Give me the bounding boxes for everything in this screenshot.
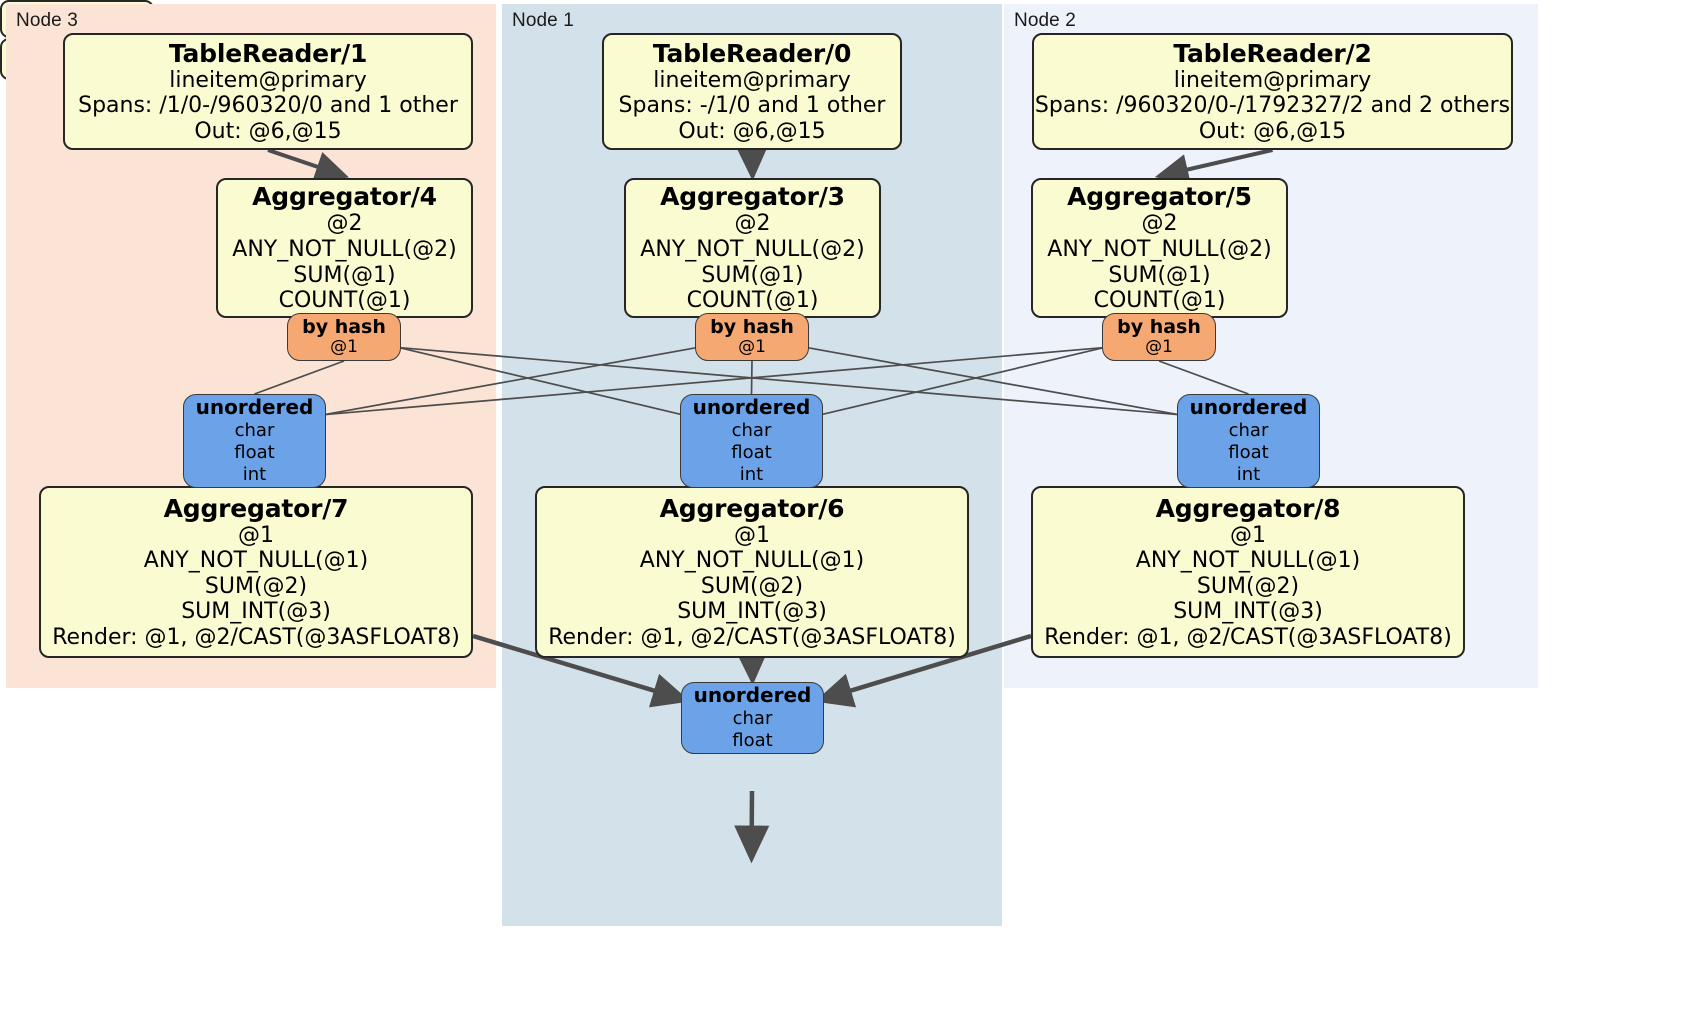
node-title: Aggregator/4 — [252, 182, 437, 212]
stream-unordered-node-1[interactable]: unordered char float int — [680, 394, 823, 488]
node-detail: @1 — [1230, 522, 1266, 548]
node-detail: SUM(@1) — [293, 262, 396, 288]
node-detail: ANY_NOT_NULL(@1) — [639, 548, 865, 574]
node-title: Aggregator/5 — [1067, 182, 1252, 212]
stream-type: float — [732, 729, 773, 751]
stream-unordered-node-2[interactable]: unordered char float int — [1177, 394, 1320, 488]
node-detail: Spans: /1/0-/960320/0 and 1 other — [78, 93, 458, 119]
node-detail: SUM_INT(@3) — [1173, 599, 1323, 625]
node-title: Aggregator/8 — [1155, 493, 1341, 523]
node-detail: Out: @6,@15 — [678, 118, 826, 144]
stream-type: int — [739, 463, 764, 485]
router-by-hash-node-2[interactable]: by hash @1 — [1102, 313, 1216, 361]
router-title: by hash — [710, 316, 794, 339]
processor-table-reader-1[interactable]: TableReader/1 lineitem@primary Spans: /1… — [63, 33, 473, 150]
stream-type: float — [1228, 441, 1269, 463]
node-detail: Spans: /960320/0-/1792327/2 and 2 others — [1034, 93, 1511, 119]
node-title: TableReader/0 — [652, 38, 852, 68]
router-key: @1 — [330, 337, 358, 358]
node-title: Aggregator/3 — [660, 182, 845, 212]
router-title: by hash — [302, 316, 386, 339]
node-detail: Out: @6,@15 — [194, 118, 342, 144]
node-detail: SUM(@2) — [1196, 573, 1300, 599]
router-by-hash-node-3[interactable]: by hash @1 — [287, 313, 401, 361]
stream-title: unordered — [1189, 395, 1308, 420]
node-detail: ANY_NOT_NULL(@2) — [1047, 236, 1272, 262]
panel-label-node-1: Node 1 — [512, 10, 574, 31]
router-key: @1 — [738, 337, 766, 358]
stream-title: unordered — [692, 395, 811, 420]
processor-aggregator-6[interactable]: Aggregator/6 @1 ANY_NOT_NULL(@1) SUM(@2)… — [535, 486, 969, 658]
stream-title: unordered — [693, 683, 812, 708]
node-detail: lineitem@primary — [1173, 67, 1372, 93]
stream-type: float — [234, 441, 275, 463]
node-detail: ANY_NOT_NULL(@2) — [232, 236, 457, 262]
node-title: TableReader/1 — [168, 38, 368, 68]
node-title: TableReader/2 — [1173, 38, 1372, 68]
stream-unordered-final[interactable]: unordered char float — [681, 682, 824, 754]
node-detail: Spans: -/1/0 and 1 other — [618, 93, 886, 119]
node-detail: @2 — [734, 211, 771, 237]
node-detail: SUM(@1) — [701, 262, 804, 288]
processor-aggregator-3[interactable]: Aggregator/3 @2 ANY_NOT_NULL(@2) SUM(@1)… — [624, 178, 881, 318]
stream-unordered-node-3[interactable]: unordered char float int — [183, 394, 326, 488]
stream-type: int — [242, 463, 267, 485]
stream-title: unordered — [195, 395, 314, 420]
router-key: @1 — [1145, 337, 1173, 358]
node-detail: @2 — [1141, 211, 1178, 237]
stream-type: char — [731, 419, 772, 441]
node-detail: ANY_NOT_NULL(@1) — [1135, 548, 1361, 574]
node-detail: SUM_INT(@3) — [677, 599, 827, 625]
panel-label-node-3: Node 3 — [16, 10, 78, 31]
node-detail: @1 — [734, 522, 770, 548]
processor-aggregator-5[interactable]: Aggregator/5 @2 ANY_NOT_NULL(@2) SUM(@1)… — [1031, 178, 1288, 318]
node-render: Render: @1, @2/CAST(@3ASFLOAT8) — [52, 624, 460, 650]
stream-type: char — [1228, 419, 1269, 441]
processor-table-reader-0[interactable]: TableReader/0 lineitem@primary Spans: -/… — [602, 33, 902, 150]
node-detail: SUM(@2) — [700, 573, 804, 599]
node-title: Aggregator/6 — [659, 493, 845, 523]
stream-type: char — [732, 707, 773, 729]
node-detail: COUNT(@1) — [1093, 288, 1226, 314]
stream-type: char — [234, 419, 275, 441]
node-detail: lineitem@primary — [653, 67, 851, 93]
router-by-hash-node-1[interactable]: by hash @1 — [695, 313, 809, 361]
processor-aggregator-7[interactable]: Aggregator/7 @1 ANY_NOT_NULL(@1) SUM(@2)… — [39, 486, 473, 658]
router-title: by hash — [1117, 316, 1201, 339]
node-detail: SUM(@1) — [1108, 262, 1211, 288]
node-detail: @2 — [326, 211, 363, 237]
node-render: Render: @1, @2/CAST(@3ASFLOAT8) — [548, 624, 956, 650]
node-detail: Out: @6,@15 — [1198, 118, 1347, 144]
node-detail: SUM_INT(@3) — [181, 599, 331, 625]
processor-aggregator-8[interactable]: Aggregator/8 @1 ANY_NOT_NULL(@1) SUM(@2)… — [1031, 486, 1465, 658]
stream-type: float — [731, 441, 772, 463]
stream-type: int — [1236, 463, 1261, 485]
node-detail: ANY_NOT_NULL(@2) — [640, 236, 865, 262]
panel-label-node-2: Node 2 — [1014, 10, 1076, 31]
node-render: Render: @1, @2/CAST(@3ASFLOAT8) — [1044, 624, 1452, 650]
processor-aggregator-4[interactable]: Aggregator/4 @2 ANY_NOT_NULL(@2) SUM(@1)… — [216, 178, 473, 318]
node-detail: SUM(@2) — [204, 573, 308, 599]
node-detail: ANY_NOT_NULL(@1) — [143, 548, 369, 574]
node-detail: @1 — [238, 522, 274, 548]
node-detail: COUNT(@1) — [686, 288, 819, 314]
node-detail: lineitem@primary — [169, 67, 367, 93]
processor-table-reader-2[interactable]: TableReader/2 lineitem@primary Spans: /9… — [1032, 33, 1513, 150]
node-title: Aggregator/7 — [163, 493, 349, 523]
node-detail: COUNT(@1) — [278, 288, 411, 314]
